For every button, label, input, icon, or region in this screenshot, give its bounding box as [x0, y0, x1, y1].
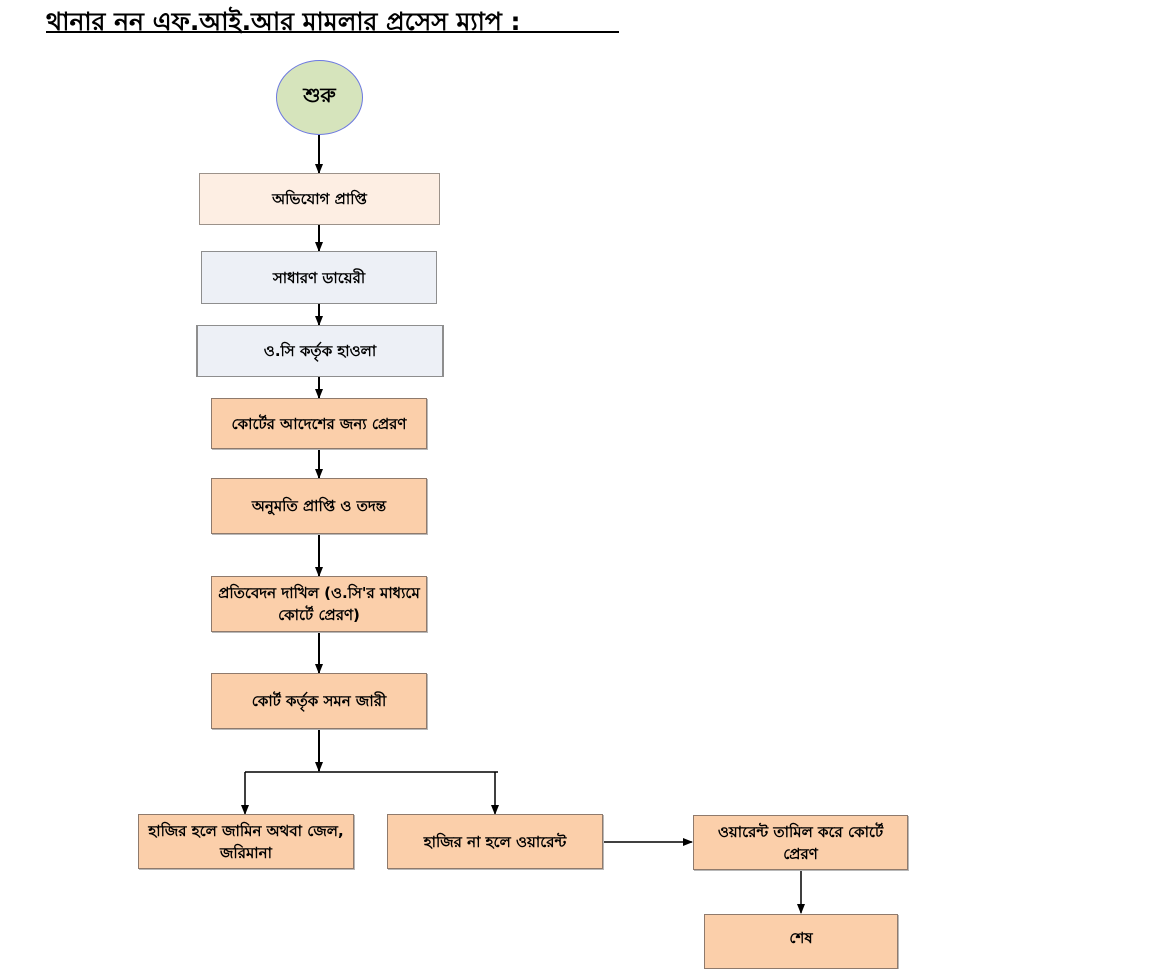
step-complaint-received: অভিযোগ প্রাপ্তি: [199, 173, 440, 225]
step-label: অভিযোগ প্রাপ্তি: [272, 190, 367, 208]
title-underline: [46, 31, 619, 33]
branch-absent-warrant: হাজির না হলে ওয়ারেন্ট: [387, 814, 603, 869]
step-oc-handover: ও.সি কর্তৃক হাওলা: [196, 325, 444, 377]
end-label: শেষ: [789, 929, 813, 947]
branch-label: হাজির না হলে ওয়ারেন্ট: [423, 832, 567, 851]
step-label: ওয়ারেন্ট তামিল করে কোর্টে প্রেরণ: [717, 822, 884, 863]
branch-label: হাজির হলে জামিন অথবা জেল, জরিমানা: [148, 821, 344, 862]
step-general-diary: সাধারণ ডায়েরী: [201, 251, 437, 304]
step-report-submission: প্রতিবেদন দাখিল (ও.সি'র মাধ্যমে কোর্টে প…: [211, 576, 427, 632]
start-node: শুরু: [276, 60, 363, 135]
step-label: কোর্ট কর্তৃক সমন জারী: [251, 692, 387, 710]
branch-present: হাজির হলে জামিন অথবা জেল, জরিমানা: [138, 814, 354, 869]
step-permission-investigation: অনুমতি প্রাপ্তি ও তদন্ত: [211, 478, 427, 534]
step-label: ও.সি কর্তৃক হাওলা: [263, 342, 377, 360]
step-label: সাধারণ ডায়েরী: [272, 268, 366, 287]
step-court-summons: কোর্ট কর্তৃক সমন জারী: [211, 673, 427, 729]
step-warrant-served: ওয়ারেন্ট তামিল করে কোর্টে প্রেরণ: [693, 815, 908, 870]
end-node: শেষ: [704, 914, 898, 969]
step-label: কোর্টের আদেশের জন্য প্রেরণ: [231, 414, 407, 433]
start-label: শুরু: [303, 83, 336, 107]
step-label: অনুমতি প্রাপ্তি ও তদন্ত: [251, 497, 387, 515]
step-sent-for-court-order: কোর্টের আদেশের জন্য প্রেরণ: [211, 398, 427, 449]
step-label: প্রতিবেদন দাখিল (ও.সি'র মাধ্যমে কোর্টে প…: [218, 584, 420, 624]
